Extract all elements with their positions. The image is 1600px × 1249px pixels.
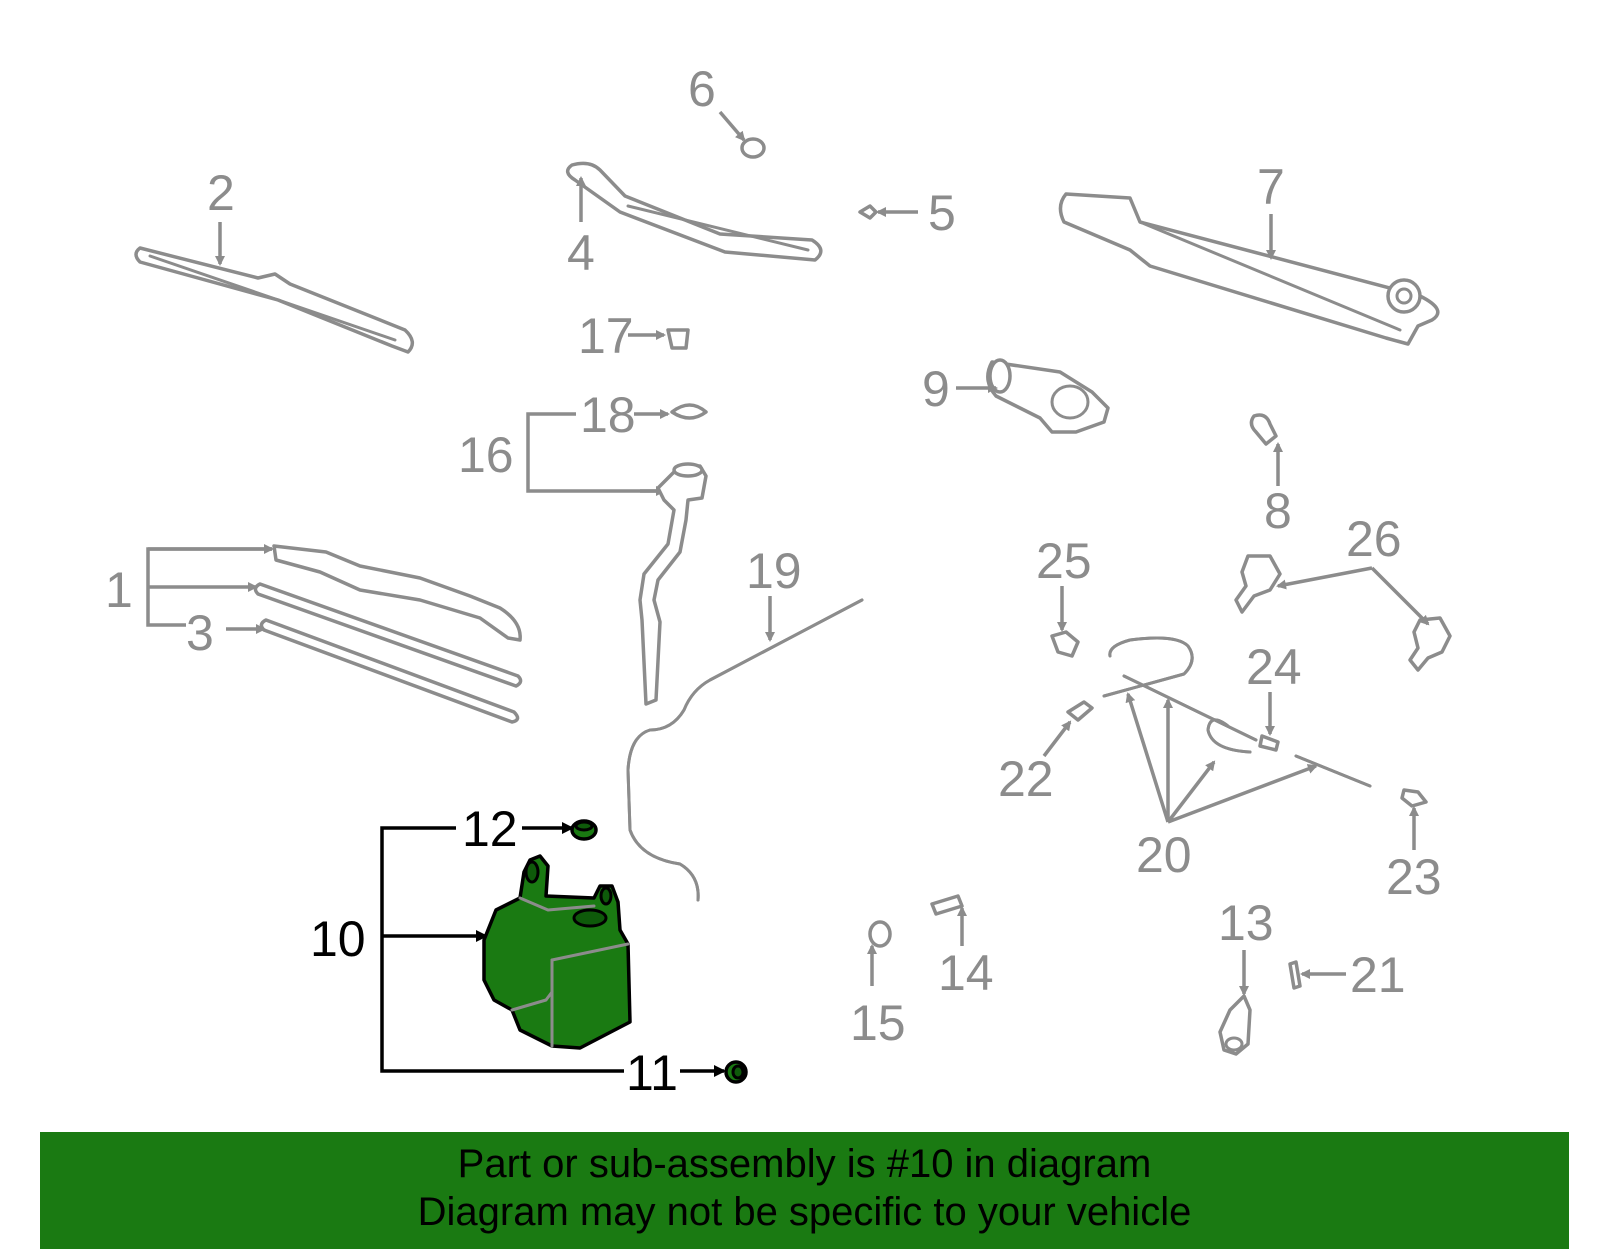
callout-16: 16 xyxy=(458,427,514,483)
leader-20d xyxy=(1167,764,1318,824)
callout-2: 2 xyxy=(207,165,235,221)
part-26-nozzle-b xyxy=(1408,616,1452,672)
part-18-cap xyxy=(670,403,708,420)
part-19-hose xyxy=(626,598,864,902)
callout-11: 11 xyxy=(626,1045,678,1101)
callout-13: 13 xyxy=(1218,895,1274,951)
callout-1: 1 xyxy=(105,562,133,618)
callout-6: 6 xyxy=(688,61,716,117)
callout-18: 18 xyxy=(580,387,636,443)
info-banner: Part or sub-assembly is #10 in diagram D… xyxy=(40,1132,1569,1249)
callout-17: 17 xyxy=(578,308,634,364)
callout-26: 26 xyxy=(1346,511,1402,567)
callout-23: 23 xyxy=(1386,849,1442,905)
part-5-nut xyxy=(858,204,878,220)
part-23-valve xyxy=(1400,788,1428,808)
callout-12: 12 xyxy=(462,801,518,857)
callout-14: 14 xyxy=(938,945,994,1001)
callout-3: 3 xyxy=(186,605,214,661)
part-16-filler-neck xyxy=(638,462,708,706)
leader-20a xyxy=(1125,692,1170,823)
part-1-blade-frame xyxy=(272,544,522,642)
part-9-motor xyxy=(986,358,1110,434)
callout-10: 10 xyxy=(310,911,366,967)
leader-26a xyxy=(1276,566,1373,590)
leader-22 xyxy=(1042,720,1072,758)
part-20-hoses xyxy=(1102,636,1372,788)
bracket-10 xyxy=(380,826,624,1073)
callout-4: 4 xyxy=(567,225,595,281)
part-4-wiper-arm xyxy=(565,161,823,262)
leader-26b xyxy=(1370,566,1430,626)
part-12-grommet xyxy=(570,819,598,841)
banner-line-2: Diagram may not be specific to your vehi… xyxy=(417,1190,1192,1234)
part-8-grommet xyxy=(1249,413,1278,446)
part-17-clip xyxy=(666,328,690,350)
callout-19: 19 xyxy=(746,543,802,599)
callout-8: 8 xyxy=(1264,483,1292,539)
callout-5: 5 xyxy=(928,185,956,241)
part-26-nozzle-a xyxy=(1234,554,1282,614)
callout-24: 24 xyxy=(1246,639,1302,695)
part-7-linkage xyxy=(1058,192,1440,346)
part-6-cap xyxy=(740,137,766,159)
callout-7: 7 xyxy=(1257,159,1285,215)
part-21-clip xyxy=(1288,960,1302,990)
callout-9: 9 xyxy=(922,361,950,417)
leader-20c xyxy=(1166,760,1216,824)
callout-20: 20 xyxy=(1136,827,1192,883)
part-11-grommet xyxy=(724,1060,748,1084)
part-2-wiper-blade xyxy=(134,246,415,354)
part-15-grommet xyxy=(868,920,892,948)
part-3-refill xyxy=(259,618,520,724)
banner-line-1: Part or sub-assembly is #10 in diagram xyxy=(457,1142,1152,1186)
part-10-washer-reservoir xyxy=(482,854,632,1050)
parts-diagram: 2 4 6 5 7 17 18 16 xyxy=(105,61,1452,1101)
part-24-connector xyxy=(1258,734,1280,752)
callout-15: 15 xyxy=(850,995,906,1051)
part-25-clip xyxy=(1050,630,1080,658)
leader-6 xyxy=(718,110,746,142)
part-14-connector xyxy=(930,894,964,916)
bracket-16 xyxy=(526,412,662,493)
callout-22: 22 xyxy=(998,751,1054,807)
callout-21: 21 xyxy=(1350,947,1406,1003)
part-22-connector xyxy=(1066,700,1094,722)
callout-25: 25 xyxy=(1036,533,1092,589)
part-13-pump xyxy=(1218,994,1252,1056)
